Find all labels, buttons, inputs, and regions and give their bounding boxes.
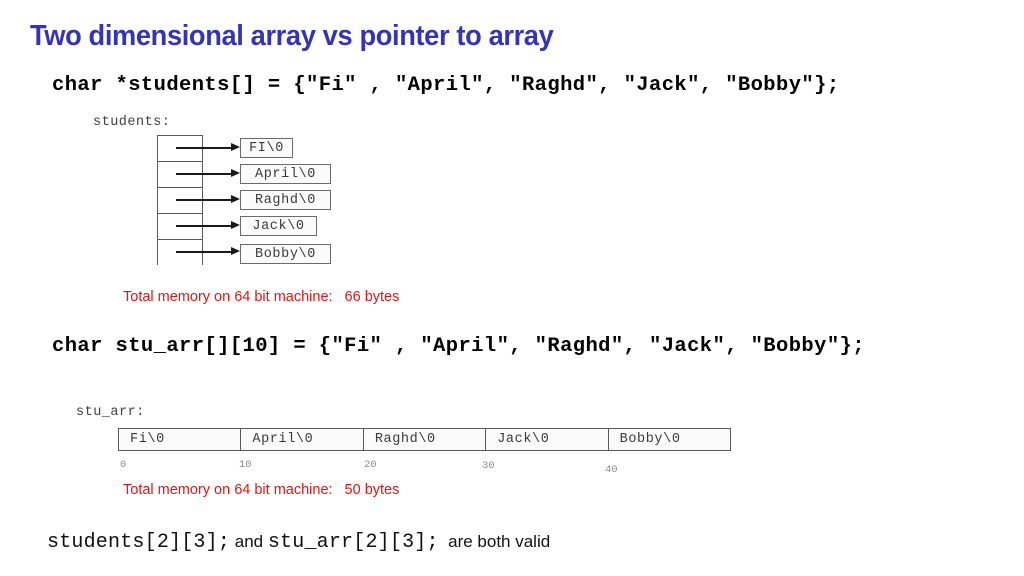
- footer-expression-students: students[2][3];: [47, 531, 231, 554]
- pointer-arrow: [176, 169, 240, 178]
- memory-note-amount: 66 bytes: [344, 289, 400, 305]
- arrow-shaft: [176, 251, 232, 253]
- stu-arr-array-label: stu_arr:: [76, 405, 145, 420]
- memory-note-pointer-array: Total memory on 64 bit machine: 66 bytes: [123, 289, 399, 305]
- offset-label: 10: [239, 459, 252, 471]
- arrow-head-icon: [231, 143, 240, 151]
- table-cell: Bobby\0: [619, 432, 681, 447]
- footer-validity-line: students[2][3]; and stu_arr[2][3]; are b…: [47, 531, 550, 554]
- string-literal-box: Raghd\0: [240, 190, 331, 210]
- table-cell: Jack\0: [486, 429, 609, 450]
- pointer-cell: [158, 214, 202, 240]
- memory-note-label: Total memory on 64 bit machine:: [123, 482, 333, 498]
- arrow-shaft: [176, 225, 232, 227]
- string-literal-box: FI\0: [240, 138, 293, 158]
- page-title: Two dimensional array vs pointer to arra…: [30, 20, 554, 52]
- memory-note-amount: 50 bytes: [344, 482, 400, 498]
- table-cell: Fi\0: [119, 429, 242, 450]
- arrow-head-icon: [231, 195, 240, 203]
- footer-conjunction: and: [230, 532, 268, 551]
- pointer-arrow: [176, 143, 240, 152]
- string-literal-box: Jack\0: [240, 216, 317, 236]
- arrow-head-icon: [231, 221, 240, 229]
- pointer-arrow: [176, 221, 240, 230]
- pointer-cell: [158, 240, 202, 266]
- memory-note-label: Total memory on 64 bit machine:: [123, 289, 333, 305]
- table-cell: April\0: [241, 429, 364, 450]
- arrow-shaft: [176, 173, 232, 175]
- offset-label: 40: [605, 464, 618, 476]
- code-line-pointer-array: char *students[] = {"Fi" , "April", "Rag…: [52, 74, 840, 97]
- arrow-shaft: [176, 147, 232, 149]
- pointer-cell: [158, 136, 202, 162]
- table-cell: Raghd\0: [364, 429, 487, 450]
- stu-arr-memory-table: Fi\0 April\0 Raghd\0 Jack\0 Bobby\0: [118, 428, 731, 451]
- pointer-cell: [158, 188, 202, 214]
- pointer-arrow: [176, 195, 240, 204]
- arrow-head-icon: [231, 169, 240, 177]
- memory-note-2d-array: Total memory on 64 bit machine: 50 bytes: [123, 482, 399, 498]
- string-literal-box: Bobby\0: [240, 244, 331, 264]
- students-array-label: students:: [93, 115, 171, 130]
- footer-tail-text: are both valid: [438, 532, 551, 551]
- code-line-2d-array: char stu_arr[][10] = {"Fi" , "April", "R…: [52, 335, 865, 358]
- string-literal-box: April\0: [240, 164, 331, 184]
- arrow-shaft: [176, 199, 232, 201]
- offset-label: 30: [482, 460, 495, 472]
- footer-expression-stu-arr: stu_arr[2][3];: [267, 531, 439, 554]
- pointer-cell: [158, 162, 202, 188]
- arrow-head-icon: [231, 247, 240, 255]
- pointer-arrow: [176, 247, 240, 256]
- offset-label: 20: [364, 459, 377, 471]
- offset-label: 0: [120, 459, 127, 471]
